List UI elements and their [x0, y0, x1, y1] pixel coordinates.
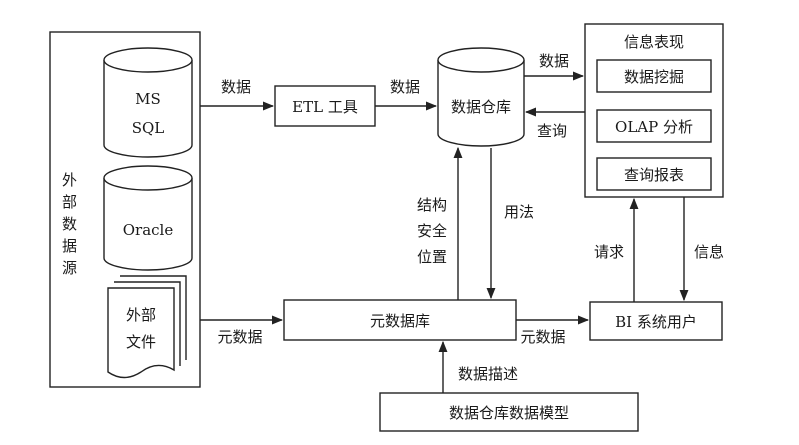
ms-sql-label-line2: SQL: [132, 119, 165, 137]
bi-user-label: BI 系统用户: [615, 313, 697, 331]
edge-label-warehouse-to-meta: 用法: [504, 203, 534, 221]
edge-label-sources-to-etl: 数据: [221, 78, 251, 96]
external-sources-char-1: 部: [62, 193, 77, 211]
edge-label-meta-to-warehouse-line3: 位置: [417, 248, 447, 266]
data-warehouse-label: 数据仓库: [451, 98, 511, 116]
edge-label-meta-to-warehouse-line1: 结构: [417, 196, 447, 214]
edge-label-files-to-meta: 元数据: [217, 328, 262, 346]
oracle-database-icon: Oracle: [103, 165, 193, 271]
external-files-label-line2: 文件: [126, 333, 156, 351]
info-presentation-panel: 信息表现 数据挖掘 OLAP 分析 查询报表: [584, 23, 724, 198]
etl-tool-label: ETL 工具: [292, 98, 358, 116]
edge-label-model-to-meta: 数据描述: [458, 365, 518, 383]
data-warehouse-icon: 数据仓库: [437, 47, 525, 147]
etl-tool-box: [274, 85, 376, 127]
edge-label-meta-to-warehouse-line2: 安全: [417, 222, 447, 240]
edge-label-info-to-bi: 信息: [694, 243, 724, 261]
query-report-label: 查询报表: [624, 166, 684, 184]
query-report-box: [596, 157, 712, 191]
external-files-icon: 外部 文件: [107, 275, 187, 379]
ms-sql-label-line1: MS: [135, 90, 161, 108]
external-sources-char-2: 数: [62, 215, 77, 233]
external-sources-char-4: 源: [62, 259, 77, 277]
edge-label-bi-to-info: 请求: [594, 243, 624, 261]
edge-label-info-to-warehouse: 查询: [537, 122, 567, 140]
metadata-db-box: [283, 299, 517, 341]
olap-analysis-label: OLAP 分析: [615, 118, 693, 136]
warehouse-model-label: 数据仓库数据模型: [449, 404, 569, 422]
external-sources-char-0: 外: [62, 171, 77, 189]
data-mining-box: [596, 59, 712, 93]
edge-label-warehouse-to-info: 数据: [539, 52, 569, 70]
metadata-db-label: 元数据库: [370, 312, 430, 330]
edge-label-etl-to-warehouse: 数据: [390, 78, 420, 96]
info-presentation-title: 信息表现: [624, 33, 684, 51]
external-sources-group: 外 部 数 据 源 MS SQL Oracle 外部 文件: [49, 31, 201, 388]
warehouse-model-box: [379, 392, 639, 432]
bi-user-box: [589, 301, 723, 341]
external-sources-char-3: 据: [62, 237, 77, 255]
oracle-label: Oracle: [123, 221, 174, 239]
edge-label-meta-to-bi: 元数据: [520, 328, 565, 346]
external-files-label-line1: 外部: [126, 306, 156, 324]
ms-sql-database-icon: MS SQL: [103, 47, 193, 158]
data-mining-label: 数据挖掘: [624, 68, 684, 86]
olap-analysis-box: [596, 109, 712, 143]
